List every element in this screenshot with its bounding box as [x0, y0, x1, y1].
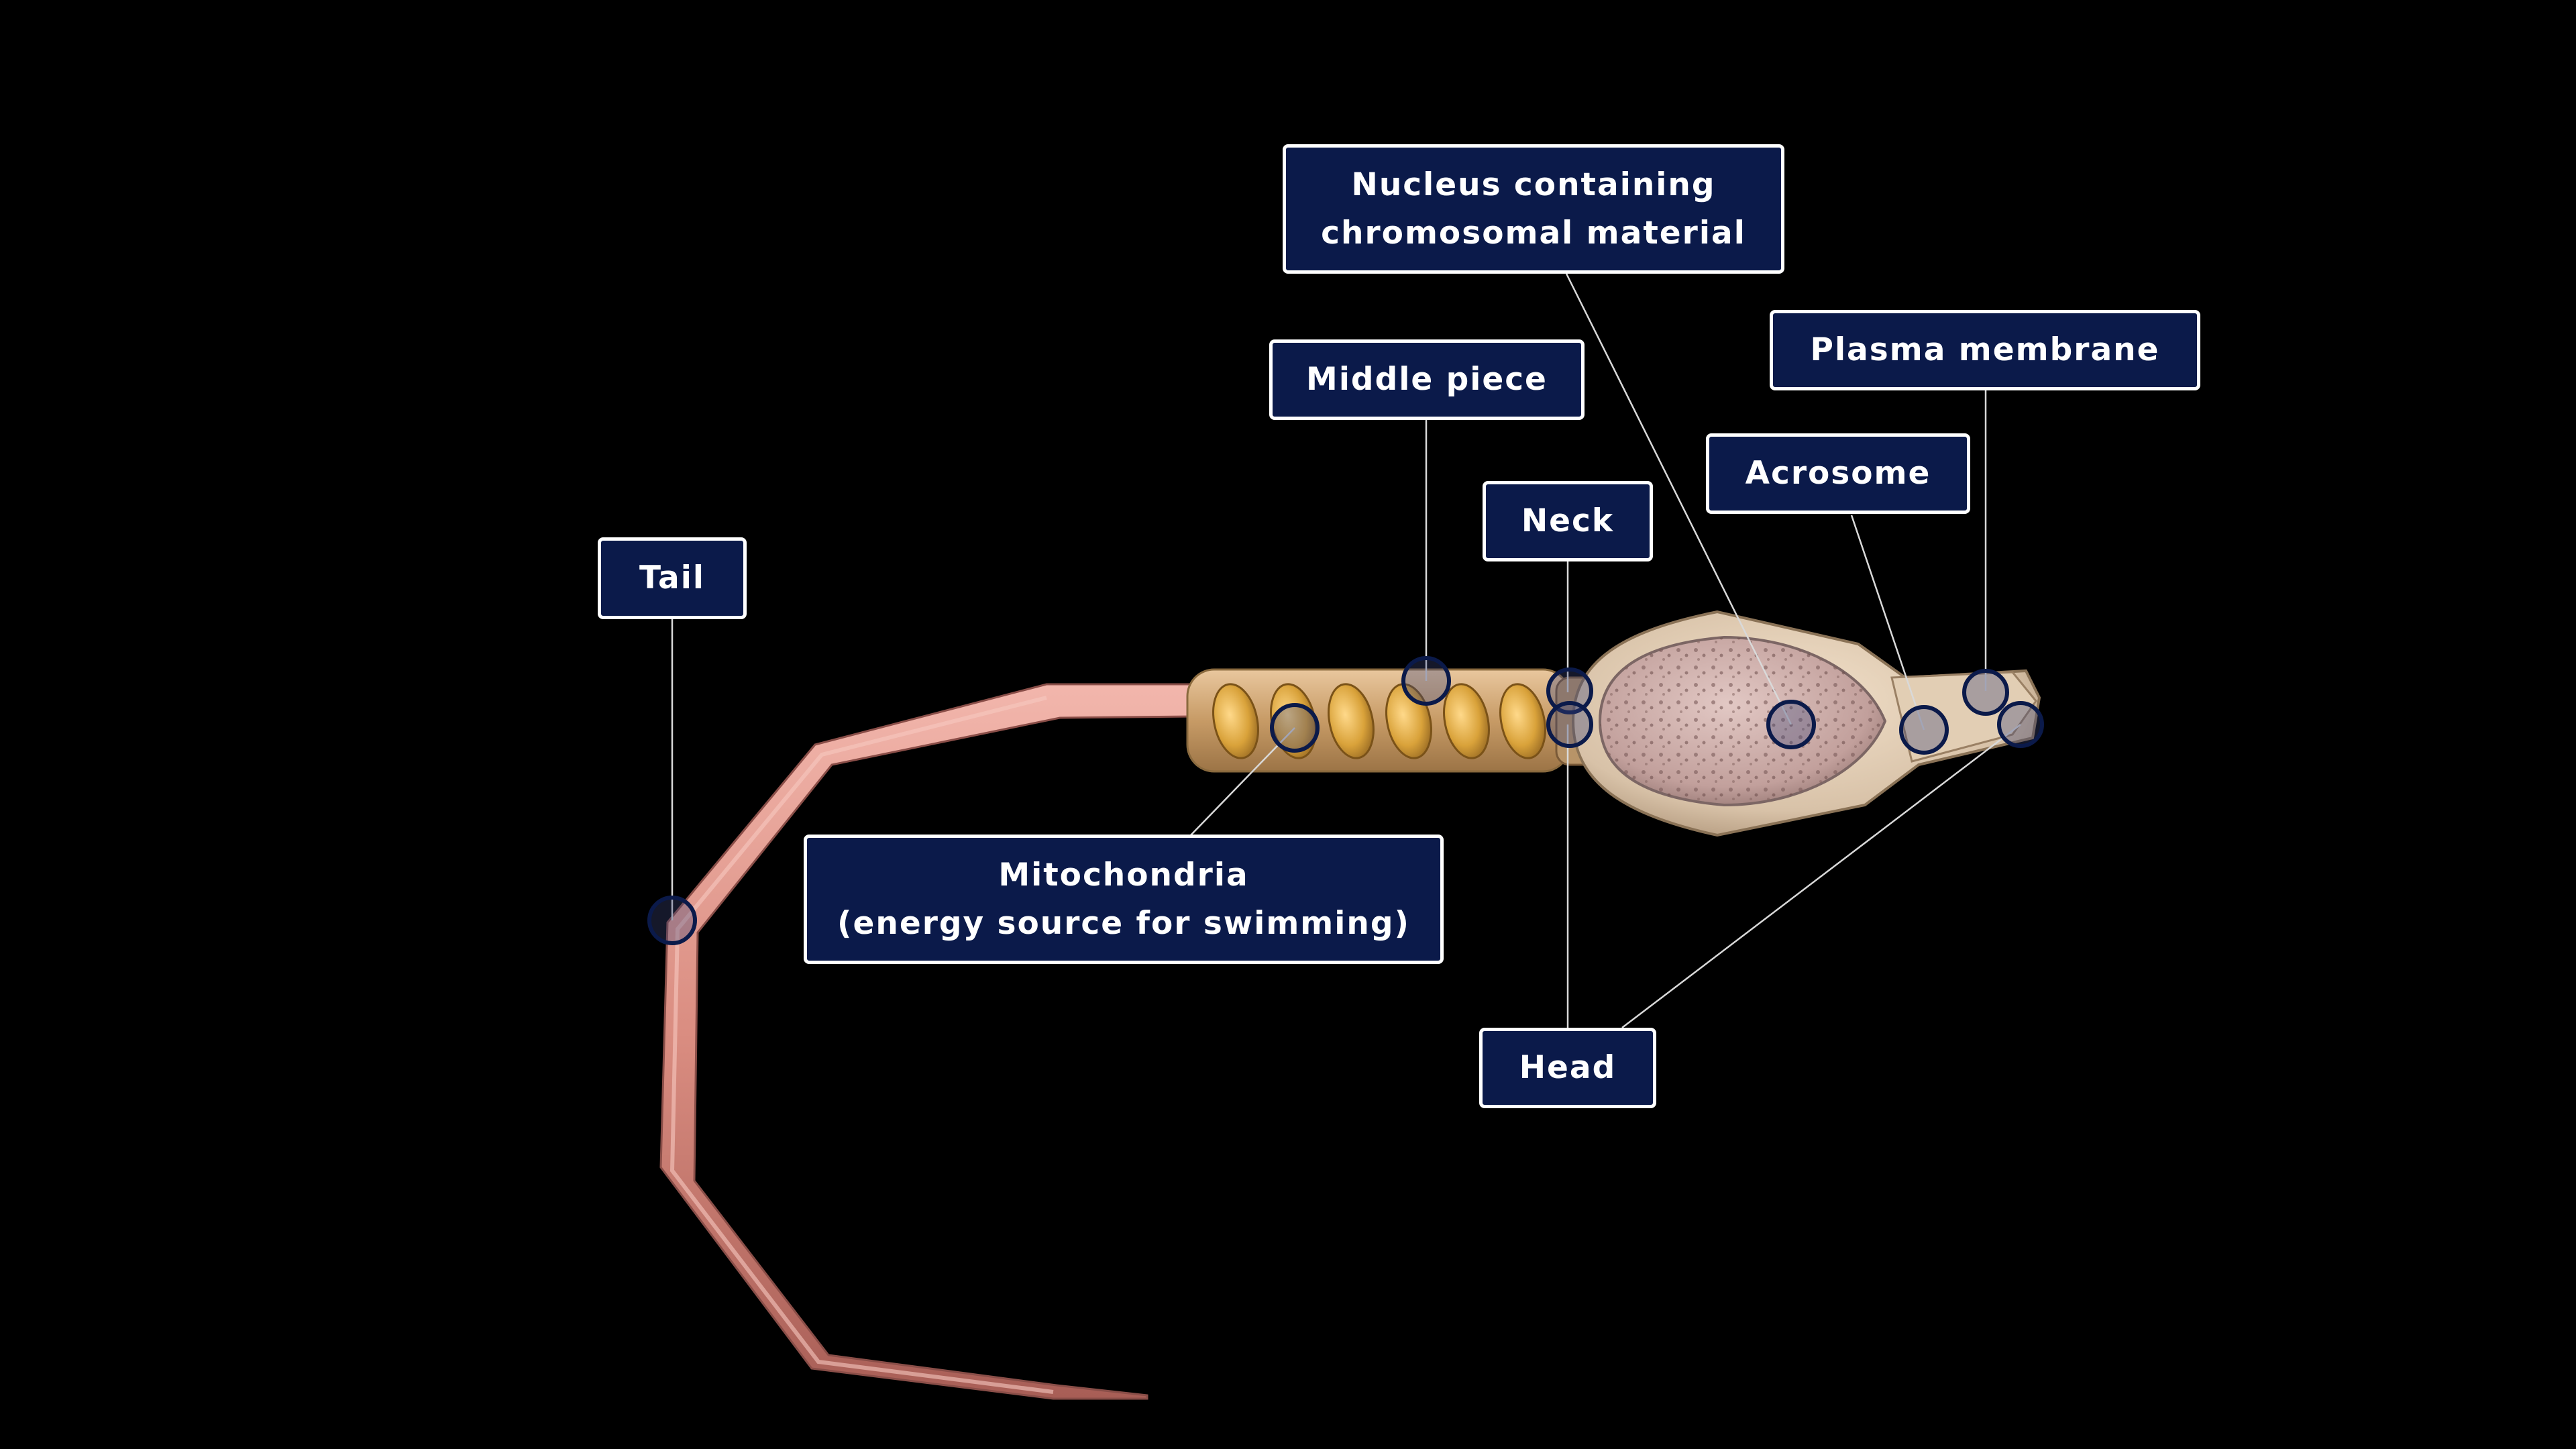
mitochondria-group: [1212, 683, 1546, 759]
marker-rings: [647, 656, 2044, 945]
neck-marker[interactable]: [1546, 667, 1593, 714]
acrosome-label[interactable]: Acrosome: [1706, 433, 1970, 514]
plasma-membrane-marker[interactable]: [1962, 669, 2009, 716]
acrosome-marker[interactable]: [1899, 705, 1949, 755]
head-label-text: Head: [1519, 1049, 1617, 1086]
head-label[interactable]: Head: [1479, 1028, 1656, 1108]
mitochondria-marker[interactable]: [1270, 703, 1320, 753]
nucleus-label-line2: chromosomal material: [1321, 214, 1746, 252]
tail-flagellum: [659, 683, 1195, 1400]
middle-piece-label-text: Middle piece: [1306, 361, 1548, 398]
mitochondria-label-line1: Mitochondria: [998, 856, 1249, 894]
mitochondria-label-line2: (energy source for swimming): [837, 904, 1410, 942]
tail-label-text: Tail: [639, 559, 705, 596]
head-tip-marker[interactable]: [1997, 701, 2044, 748]
nucleus-label-line1: Nucleus containing: [1351, 166, 1716, 203]
neck-label[interactable]: Neck: [1483, 481, 1653, 561]
acrosome-label-text: Acrosome: [1745, 455, 1931, 492]
middle-piece-marker[interactable]: [1401, 656, 1451, 706]
tail-label[interactable]: Tail: [598, 537, 747, 619]
nucleus-leader: [1565, 273, 1792, 725]
head-marker[interactable]: [1546, 701, 1593, 748]
plasma-membrane-label[interactable]: Plasma membrane: [1770, 310, 2200, 390]
plasma-membrane-label-text: Plasma membrane: [1810, 331, 2160, 368]
leader-lines: [671, 273, 2021, 1028]
nucleus-body: [1598, 635, 1887, 807]
head-leader-diagonal: [1621, 724, 2021, 1028]
neck-label-text: Neck: [1521, 502, 1615, 539]
nucleus-marker[interactable]: [1766, 700, 1816, 749]
mitochondria-label[interactable]: Mitochondria (energy source for swimming…: [804, 835, 1444, 964]
nucleus-label[interactable]: Nucleus containing chromosomal material: [1283, 144, 1784, 274]
tail-marker[interactable]: [647, 896, 697, 945]
middle-piece-label[interactable]: Middle piece: [1269, 339, 1585, 420]
acrosome-leader: [1850, 515, 1925, 731]
mitochondria-leader: [1190, 727, 1295, 836]
